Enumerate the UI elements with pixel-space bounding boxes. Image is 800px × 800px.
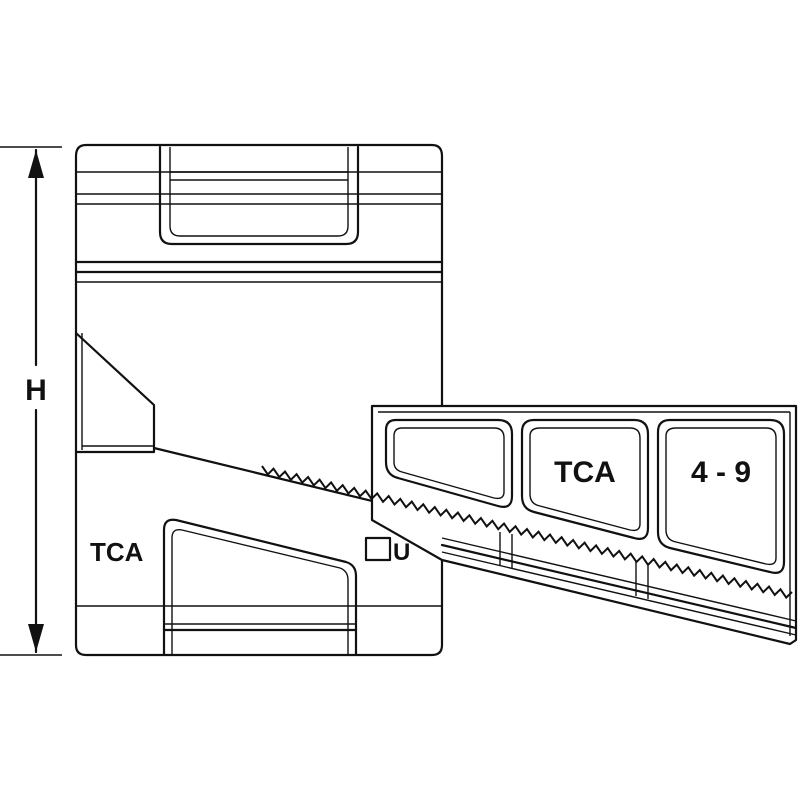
wedge-brand-label: TCA bbox=[554, 456, 616, 489]
arrow-up-icon bbox=[28, 150, 44, 178]
top-slot bbox=[158, 145, 360, 246]
housing-body: TCA U bbox=[74, 143, 444, 657]
housing-code-label: U bbox=[393, 539, 410, 566]
code-box-icon bbox=[364, 536, 392, 562]
housing-brand-label: TCA bbox=[90, 537, 144, 567]
housing-outline bbox=[74, 143, 444, 657]
serrated-edge bbox=[261, 465, 793, 600]
dimension-label: H bbox=[25, 374, 47, 407]
wedge-compartment-2 bbox=[520, 418, 650, 540]
teeth-path bbox=[261, 465, 793, 600]
bottom-slot bbox=[162, 518, 358, 657]
left-chamfer bbox=[74, 331, 156, 454]
height-dimension: H bbox=[0, 146, 62, 656]
wedge-range-label: 4 - 9 bbox=[691, 456, 751, 489]
arrow-down-icon bbox=[28, 624, 44, 652]
wedge-insert: TCA 4 - 9 bbox=[261, 404, 798, 646]
wedge-compartment-3 bbox=[656, 418, 786, 574]
wedge-compartment-1 bbox=[384, 418, 514, 508]
